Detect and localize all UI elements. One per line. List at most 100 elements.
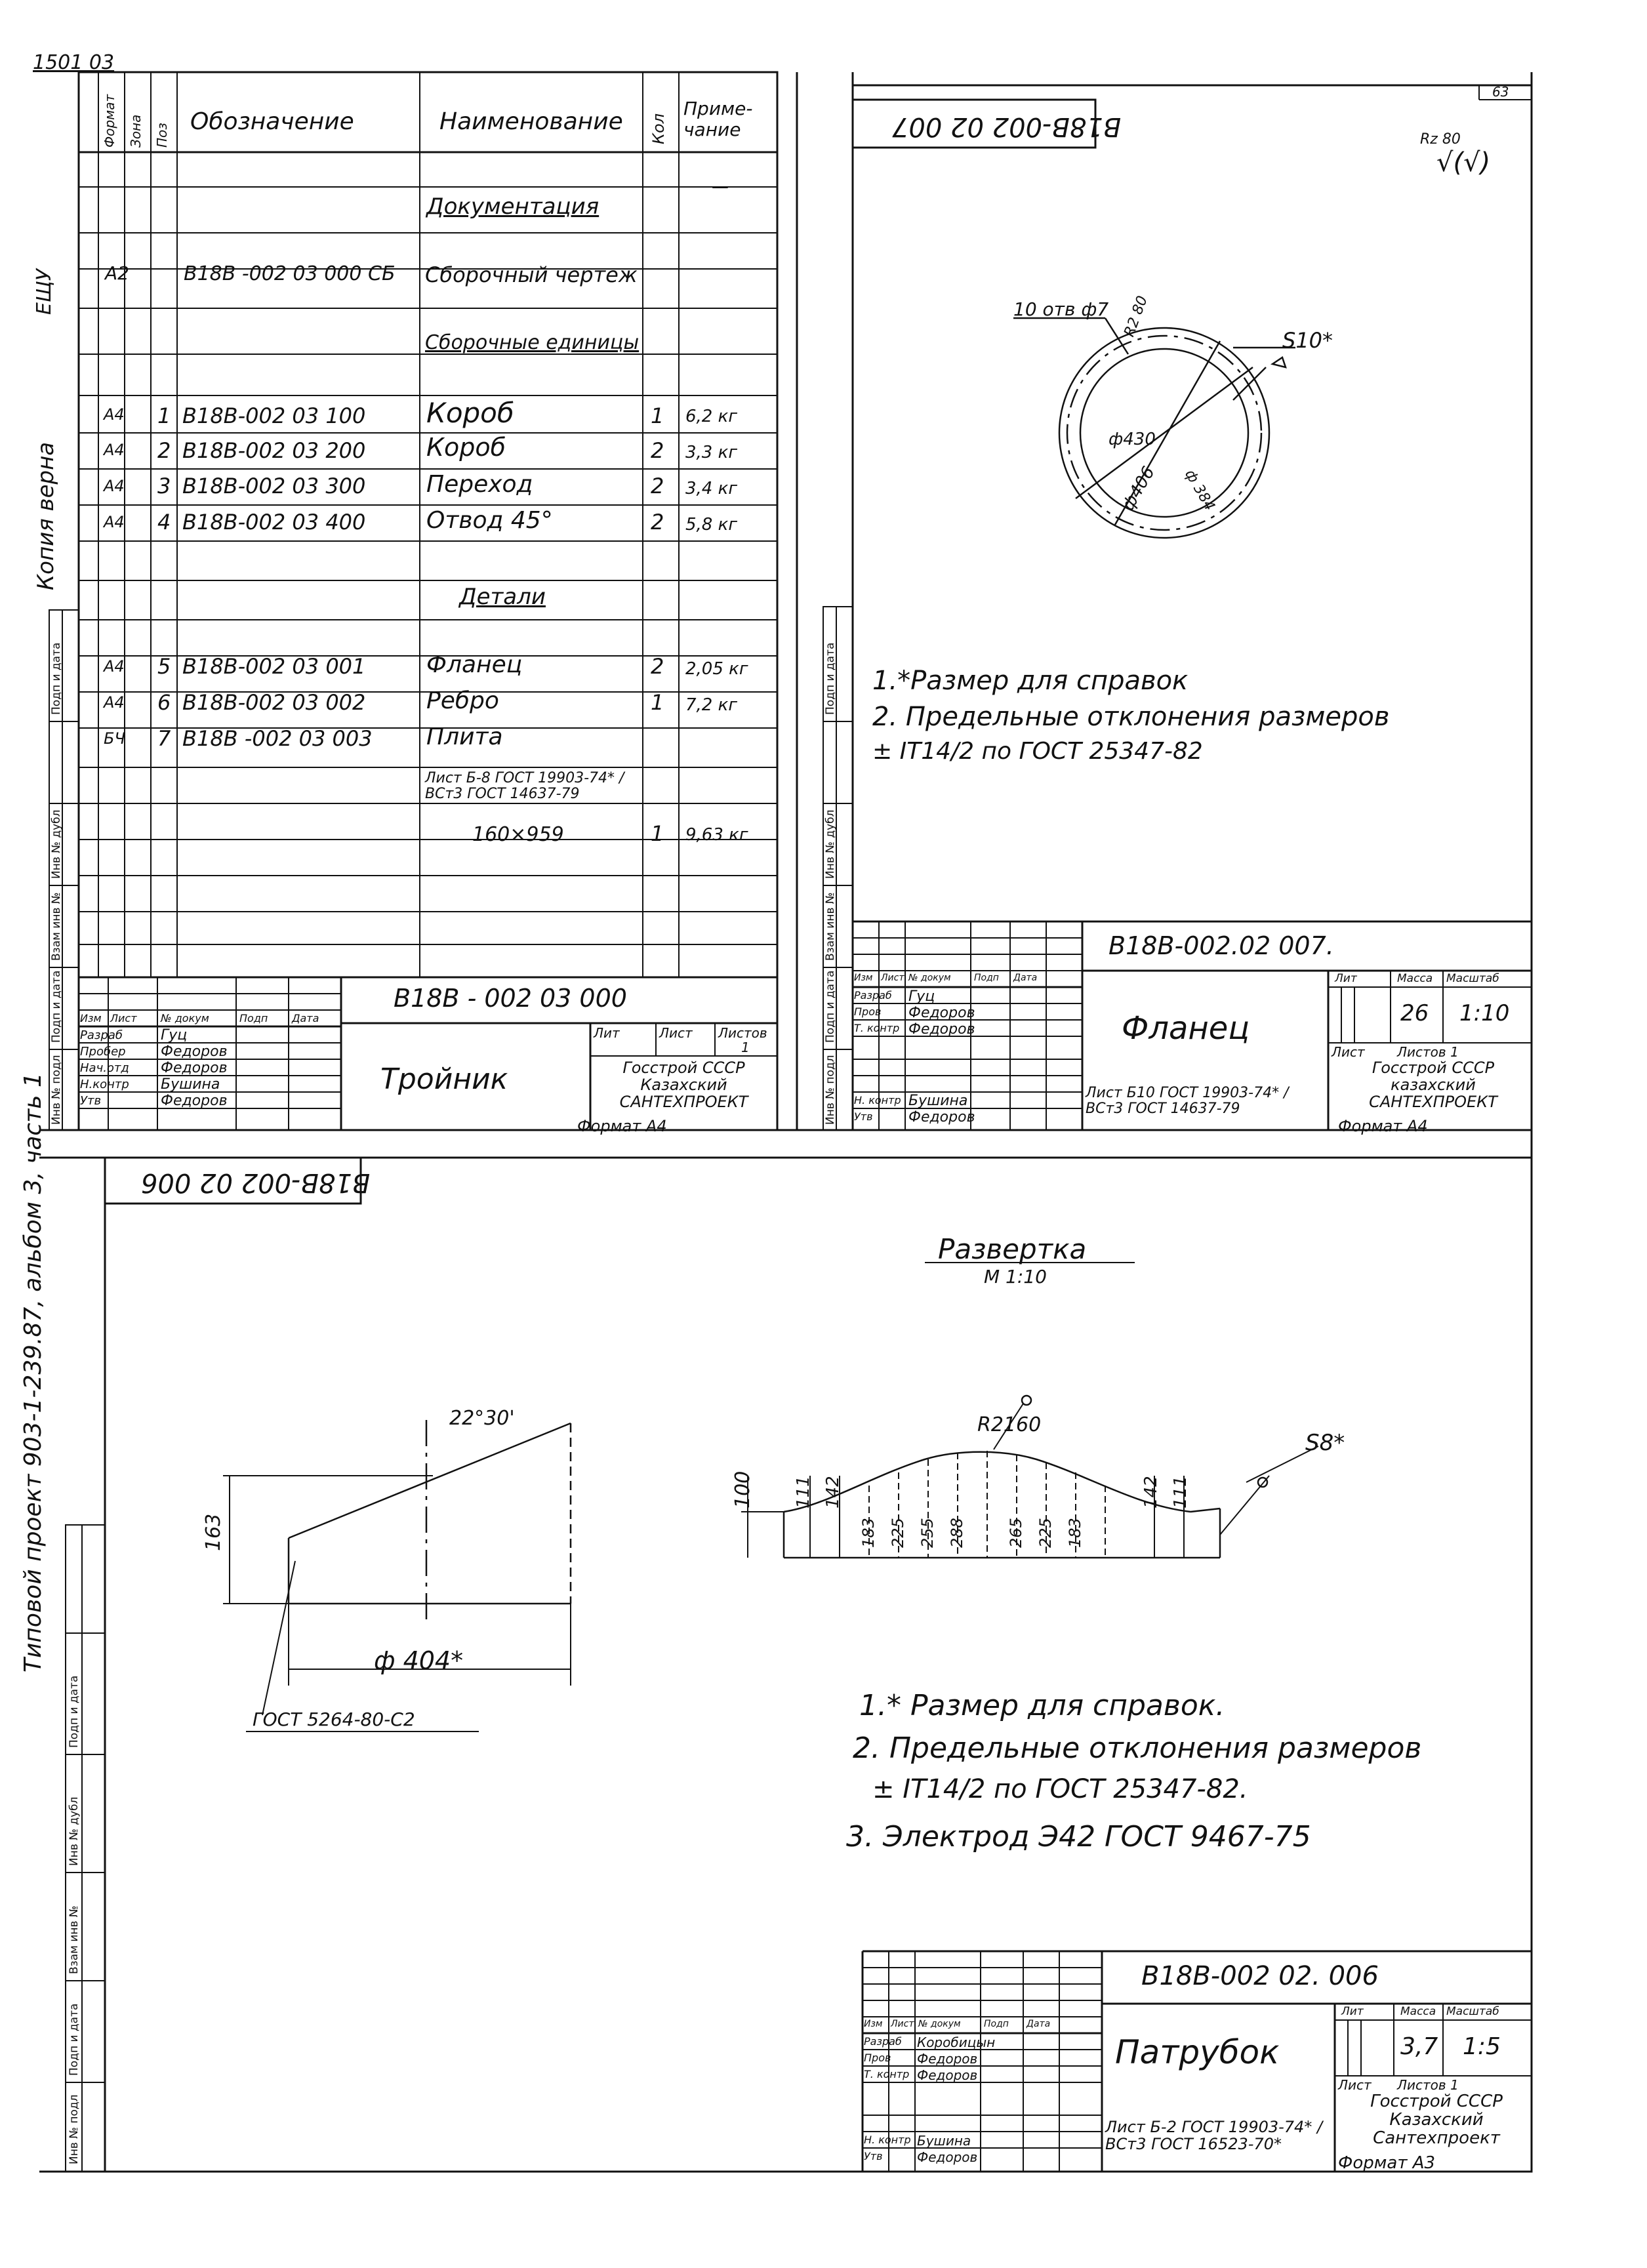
spec-row-pos: 7	[157, 726, 171, 751]
spec-row-name: Лист Б-8 ГОСТ 19903-74* / ВСт3 ГОСТ 1463…	[425, 770, 624, 802]
spec-row-des: В18В-002 03 100	[182, 403, 366, 428]
stamp-a-col-sheets: Листов	[718, 1025, 767, 1041]
spec-row-note: 7,2 кг	[685, 695, 737, 715]
ordinate-label: 183	[1066, 1518, 1084, 1548]
stamp-a-name: Федоров	[161, 1043, 228, 1060]
frame-bottom	[104, 1156, 1533, 2173]
stamp-c-role: Т. контр	[864, 2068, 910, 2080]
stamp-c-name: Федоров	[917, 2149, 978, 2165]
ordinate-label: 142	[823, 1476, 843, 1509]
spec-row-name: Фланец	[426, 651, 523, 678]
stamp-b-head-date: Дата	[1013, 973, 1038, 983]
drawing-b-note-1: 1.*Размер для справок	[872, 666, 1189, 696]
stamp-a-col-lit: Лит	[594, 1025, 620, 1041]
spec-row-des: В18В-002 03 300	[182, 474, 366, 498]
ordinate-label: 111	[1171, 1476, 1190, 1509]
ordinate-label: 288	[948, 1518, 966, 1548]
spec-row-qty: 2	[651, 654, 664, 679]
stamp-a-format: Формат А4	[577, 1117, 667, 1135]
ordinate-label: 183	[859, 1518, 878, 1548]
spec-row-name: Короб	[426, 433, 506, 462]
hdr-format: Формат	[102, 94, 117, 148]
drawing-b-note-2: 2. Предельные отклонения размеров	[872, 702, 1390, 732]
drawing-c-code-inverted: В18В-002 02 006	[141, 1167, 371, 1198]
flange-drawing	[1013, 317, 1295, 539]
stamp-c-head-izm: Изм	[864, 2019, 883, 2029]
side-label-sign2-b: Подп и дата	[824, 642, 837, 715]
stamp-c-grid	[861, 1950, 1532, 2172]
drawing-b-note-3: ± IT14/2 по ГОСТ 25347-82	[872, 738, 1203, 765]
stamp-c-head-list: Лист	[891, 2019, 914, 2029]
spec-row-note: 3,4 кг	[685, 479, 737, 498]
spec-row-des: В18В-002 03 400	[182, 510, 366, 535]
spec-row-note: 3,3 кг	[685, 443, 737, 462]
stamp-c-role: Пров	[864, 2052, 891, 2064]
unfold-scale: М 1:10	[984, 1266, 1047, 1287]
frame-top-left	[77, 71, 779, 1131]
stamp-b-scale: 1:10	[1459, 1000, 1510, 1026]
stamp-c-material: Лист Б-2 ГОСТ 19903-74* / ВСт3 ГОСТ 1652…	[1105, 2118, 1323, 2153]
angle-label: 22°30'	[449, 1407, 515, 1430]
stamp-a-head-izm: Изм	[80, 1012, 102, 1024]
spec-row-name: Сборочные единицы	[425, 331, 640, 354]
spec-row-name: Детали	[459, 584, 546, 610]
stamp-a-role: Утв	[80, 1094, 102, 1108]
spec-row-qty: 1	[651, 821, 664, 846]
side-label-sign2: Подп и дата	[50, 642, 63, 715]
side-label-inv: Инв № подл	[50, 1055, 63, 1125]
side-label-vzam-c: Взам инв №	[68, 1905, 81, 1974]
stamp-c-name: Бушина	[917, 2133, 971, 2149]
spec-row-fmt: БЧ	[104, 729, 125, 748]
spec-row-qty: 2	[651, 474, 664, 498]
stamp-b-role: Н. контр	[854, 1094, 901, 1106]
stamp-a-sheets: 1	[741, 1040, 750, 1055]
spec-row-note: 5,8 кг	[685, 515, 737, 535]
stamp-c-col-scale: Масштаб	[1446, 2005, 1499, 2018]
stamp-b-col-lit: Лит	[1335, 972, 1357, 985]
stamp-b-code: В18В-002.02 007.	[1108, 931, 1334, 960]
stamp-a-code: В18В - 002 03 000	[394, 984, 627, 1013]
stamp-b-head-list: Лист	[881, 973, 905, 983]
stamp-c-head-date: Дата	[1027, 2019, 1051, 2029]
height-label: 163	[202, 1513, 225, 1551]
stamp-c-title: Патрубок	[1115, 2033, 1280, 2071]
stamp-c-scale: 1:5	[1463, 2033, 1501, 2060]
hdr-note: Приме-чание	[683, 98, 753, 140]
side-label-dubl: Инв № дубл	[50, 809, 63, 879]
spec-row-des: В18В-002 03 002	[182, 690, 366, 715]
hdr-name: Наименование	[439, 108, 623, 135]
unfold-title: Развертка	[938, 1233, 1087, 1265]
hdr-pos: Поз	[154, 123, 170, 148]
stamp-b-name: Федоров	[908, 1005, 975, 1021]
drawing-c-note-2: 2. Предельные отклонения размеров	[853, 1731, 1422, 1765]
roughness-mark: Rz 80	[1420, 131, 1461, 148]
copy-note: Копия верна	[33, 441, 59, 590]
spec-row-pos: 6	[157, 690, 171, 715]
spec-row-fmt: А4	[104, 441, 125, 459]
ordinate-label: 225	[889, 1518, 907, 1548]
stamp-b-head-sign: Подп	[974, 973, 999, 983]
stamp-c-role: Утв	[864, 2150, 883, 2162]
stamp-a-name: Гуц	[161, 1027, 188, 1043]
spec-row-fmt: А4	[104, 513, 125, 531]
stamp-a-title: Тройник	[380, 1063, 508, 1096]
stamp-b-head-doc: № докум	[908, 973, 951, 983]
spec-row-fmt: А4	[104, 657, 125, 676]
side-label-sign: Подп и дата	[50, 970, 63, 1043]
spec-row-fmt: А4	[104, 405, 125, 424]
stamp-c-col-mass: Масса	[1400, 2005, 1436, 2018]
stamp-a-head-sign: Подп	[239, 1012, 268, 1024]
spec-row-note: 2,05 кг	[685, 659, 748, 679]
side-label-sign-b: Подп и дата	[824, 970, 837, 1043]
drawing-c-note-3: ± IT14/2 по ГОСТ 25347-82.	[872, 1774, 1248, 1804]
stamp-a-name: Федоров	[161, 1093, 228, 1109]
spec-row-qty: 1	[651, 403, 664, 428]
weld-label: S10*	[1282, 328, 1333, 353]
spec-row-pos: 2	[157, 438, 171, 463]
spec-row-des: В18В-002 03 200	[182, 438, 366, 463]
stamp-c-mass: 3,7	[1400, 2033, 1438, 2060]
stamp-b-role: Т. контр	[854, 1022, 900, 1034]
stamp-a-head-doc: № докум	[161, 1012, 209, 1024]
stamp-b-name: Федоров	[908, 1021, 975, 1038]
stamp-c-col-lit: Лит	[1341, 2005, 1364, 2018]
